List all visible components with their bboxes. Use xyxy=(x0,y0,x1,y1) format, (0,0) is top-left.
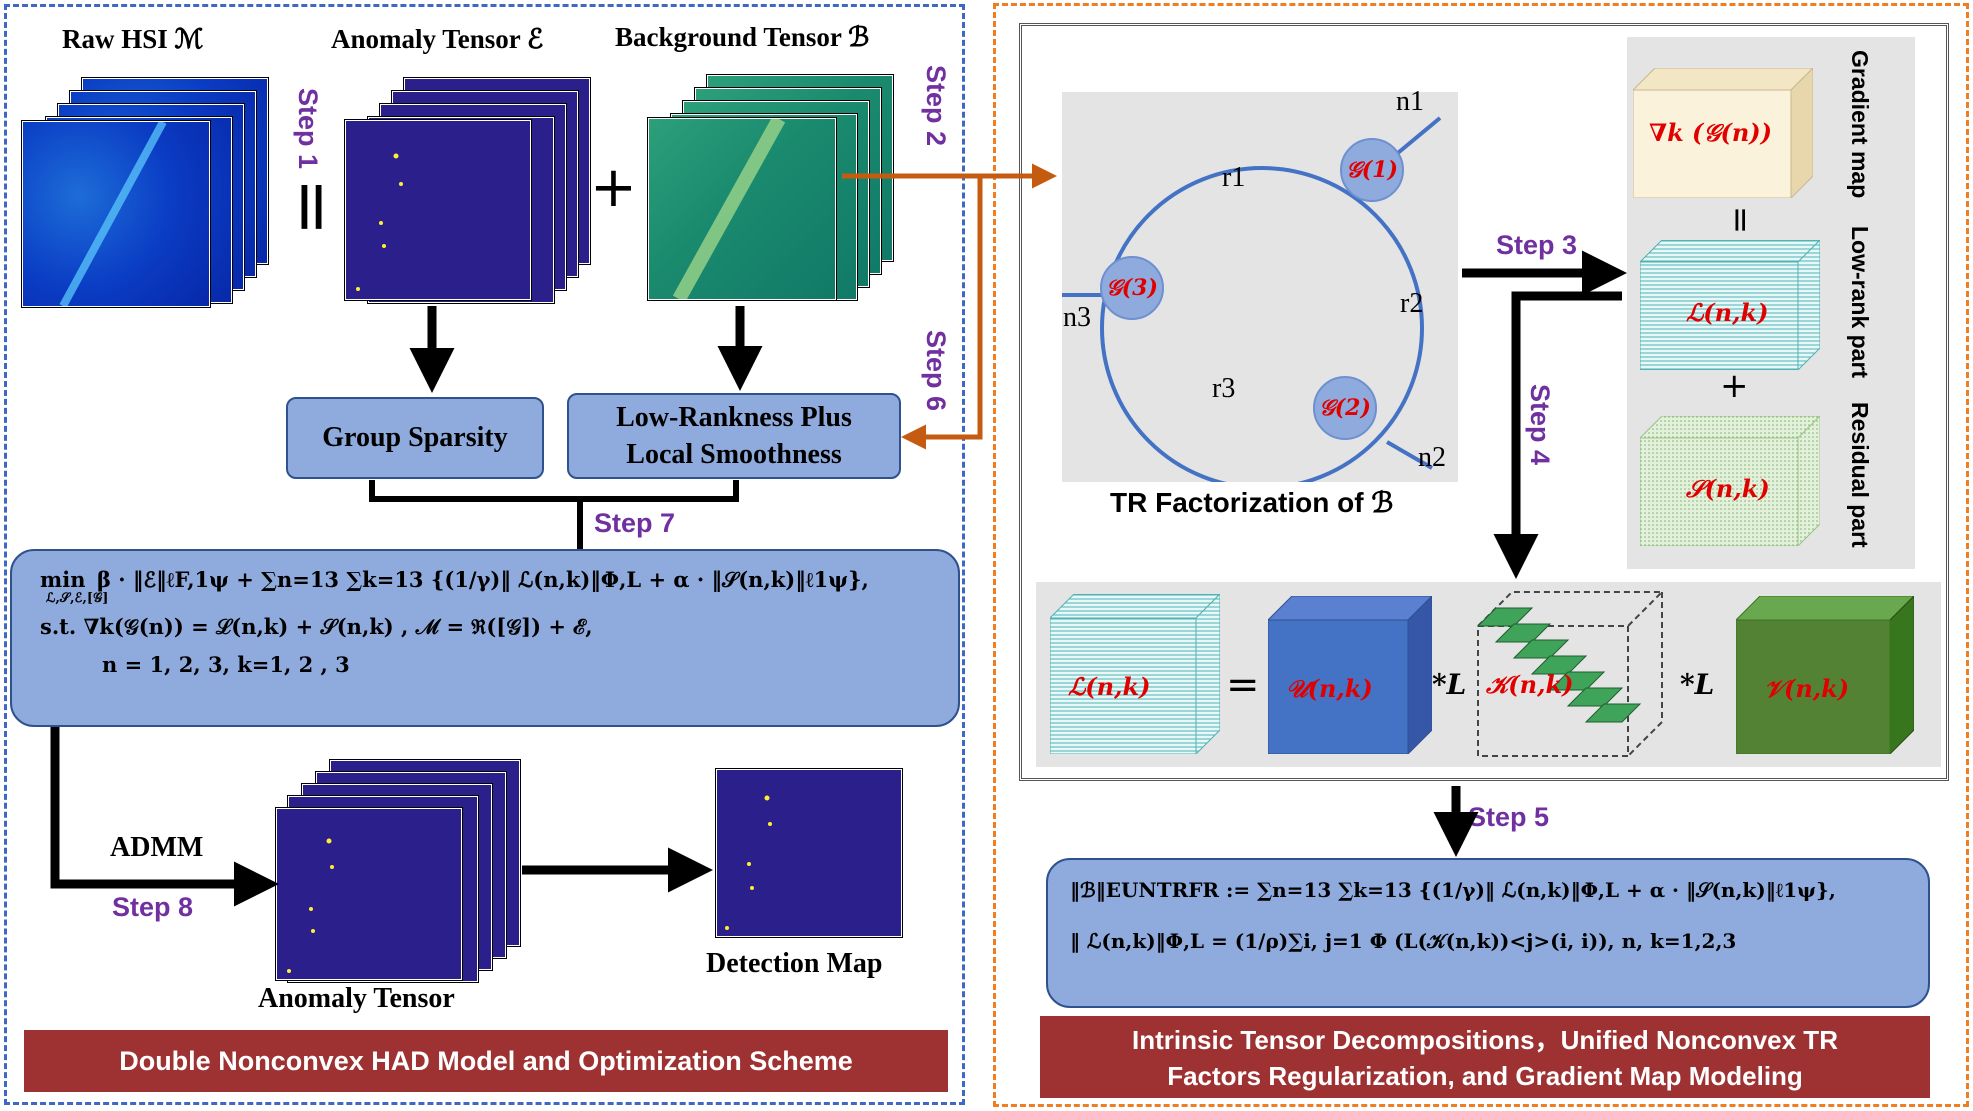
dim-n1: n1 xyxy=(1396,86,1424,117)
lowrank-cube-shape xyxy=(1640,240,1820,370)
tr-node-g3-label: 𝒢(3) xyxy=(1106,275,1158,301)
left-formula-line1: min β · ‖ℰ‖ℓF,1ψ + ∑n=13 ∑k=13 {(1/γ)‖ ℒ… xyxy=(40,567,869,592)
step4-label: Step 4 xyxy=(1525,384,1555,466)
lowrank-line2: Local Smoothness xyxy=(626,439,842,470)
raw-hsi-road xyxy=(59,122,167,306)
step7-label: Step 7 xyxy=(594,508,676,538)
raw-hsi-front xyxy=(22,121,210,307)
group-sparsity-label: Group Sparsity xyxy=(322,422,508,453)
tr-node-g1: 𝒢(1) xyxy=(1340,138,1404,202)
tr-node-g1-label: 𝒢(1) xyxy=(1346,157,1398,183)
tp-lowrank-shape xyxy=(1050,594,1220,754)
step5-label: Step 5 xyxy=(1468,802,1550,832)
left-formula-line2: s.t. ∇k(𝒢(n)) = ℒ(n,k) + 𝒮(n,k) , ℳ = ℜ(… xyxy=(40,614,593,639)
anomaly-output-front xyxy=(276,808,462,980)
right-inner-frame xyxy=(1019,23,1949,781)
right-formula-box: ‖ℬ‖EUNTRFR := ∑n=13 ∑k=13 {(1/γ)‖ ℒ(n,k)… xyxy=(1046,858,1930,1008)
dim-n3: n3 xyxy=(1063,302,1091,333)
plus-sign-right: + xyxy=(1720,366,1749,406)
rank-r1: r1 xyxy=(1222,162,1246,193)
gradient-cube-shape xyxy=(1633,68,1813,198)
gradient-map-side-label: Gradient map xyxy=(1847,50,1873,199)
residual-cube-label: 𝒮(n,k) xyxy=(1686,474,1770,503)
tp-lowrank-cube: ℒ(n,k) xyxy=(1050,594,1220,754)
residual-cube-shape xyxy=(1640,416,1820,546)
lowrank-smoothness-box: Low-Rankness Plus Local Smoothness xyxy=(567,393,901,479)
admm-label: ADMM xyxy=(110,832,204,863)
tr-node-g2: 𝒢(2) xyxy=(1313,376,1377,440)
tp-k-label: 𝒦(n,k) xyxy=(1486,670,1574,699)
tp-u-label: 𝒰(n,k) xyxy=(1286,674,1373,703)
right-panel xyxy=(993,3,1969,1107)
tp-v-cube: 𝒱(n,k) xyxy=(1736,596,1914,754)
step8-label: Step 8 xyxy=(112,892,194,922)
tp-u-shape xyxy=(1268,596,1432,754)
left-formula-min-sub: ℒ,𝒮,ℰ,[𝒢] xyxy=(46,591,109,606)
detection-map-label: Detection Map xyxy=(706,948,883,979)
rank-r3: r3 xyxy=(1212,373,1236,404)
step3-label: Step 3 xyxy=(1496,230,1578,260)
tp-k-tensor: 𝒦(n,k) xyxy=(1476,590,1676,758)
gradient-cube-label: ∇k (𝒢(n)) xyxy=(1649,118,1773,147)
dim-n2: n2 xyxy=(1418,442,1446,473)
tp-op-1: *L xyxy=(1432,668,1467,701)
right-banner-line2: Factors Regularization, and Gradient Map… xyxy=(1167,1061,1803,1091)
step1-label: Step 1 xyxy=(293,88,323,170)
plus-sign: + xyxy=(590,155,637,220)
residual-cube: 𝒮(n,k) xyxy=(1640,416,1820,546)
right-formula-line2: ‖ ℒ(n,k)‖Φ,L = (1/ρ)∑i, j=1 Φ (L(𝒦(n,k))… xyxy=(1070,929,1737,953)
tp-v-label: 𝒱(n,k) xyxy=(1764,674,1850,703)
anomaly-tensor-title: Anomaly Tensor ℰ xyxy=(331,24,544,54)
anomaly-points xyxy=(356,153,403,291)
raw-hsi-title: Raw HSI ℳ xyxy=(62,24,204,54)
tp-u-cube: 𝒰(n,k) xyxy=(1268,596,1432,754)
equals-sign-right: = xyxy=(1720,205,1761,235)
left-banner: Double Nonconvex HAD Model and Optimizat… xyxy=(24,1030,948,1092)
background-front xyxy=(648,118,836,300)
detection-map-points xyxy=(725,795,772,930)
gradient-map-cube: ∇k (𝒢(n)) xyxy=(1633,68,1813,198)
right-formula-line1: ‖ℬ‖EUNTRFR := ∑n=13 ∑k=13 {(1/γ)‖ ℒ(n,k)… xyxy=(1070,878,1836,902)
left-formula-box: min β · ‖ℰ‖ℓF,1ψ + ∑n=13 ∑k=13 {(1/γ)‖ ℒ… xyxy=(10,549,960,727)
right-banner: Intrinsic Tensor Decompositions，Unified … xyxy=(1040,1016,1930,1098)
detection-map-image xyxy=(716,769,902,937)
anomaly-output-label: Anomaly Tensor xyxy=(258,983,455,1014)
residual-side-label: Residual part xyxy=(1847,402,1873,548)
tp-op-2: *L xyxy=(1680,668,1715,701)
anomaly-output-points xyxy=(287,838,334,973)
step6-label: Step 6 xyxy=(921,330,951,412)
tp-equals: = xyxy=(1226,662,1260,708)
left-formula-line3: n = 1, 2, 3, k=1, 2 , 3 xyxy=(102,652,350,677)
step2-label: Step 2 xyxy=(921,65,951,147)
anomaly-front xyxy=(345,120,531,300)
background-road xyxy=(672,119,786,299)
tr-node-g2-label: 𝒢(2) xyxy=(1319,395,1371,421)
tr-caption: TR Factorization of ℬ xyxy=(1110,487,1394,518)
rank-r2: r2 xyxy=(1400,288,1424,319)
tr-node-g3: 𝒢(3) xyxy=(1100,256,1164,320)
lowrank-side-label: Low-rank part xyxy=(1847,226,1873,379)
equals-sign: = xyxy=(272,177,355,237)
lowrank-cube-label: ℒ(n,k) xyxy=(1686,298,1769,327)
background-tensor-title: Background Tensor ℬ xyxy=(615,22,870,52)
right-banner-line1: Intrinsic Tensor Decompositions，Unified … xyxy=(1132,1025,1838,1055)
left-panel xyxy=(4,4,965,1105)
lowrank-cube: ℒ(n,k) xyxy=(1640,240,1820,370)
lowrank-line1: Low-Rankness Plus xyxy=(616,402,852,433)
tp-v-shape xyxy=(1736,596,1914,754)
group-sparsity-box: Group Sparsity xyxy=(286,397,544,479)
tp-k-shape xyxy=(1476,591,1665,757)
tp-lowrank-label: ℒ(n,k) xyxy=(1068,672,1151,701)
